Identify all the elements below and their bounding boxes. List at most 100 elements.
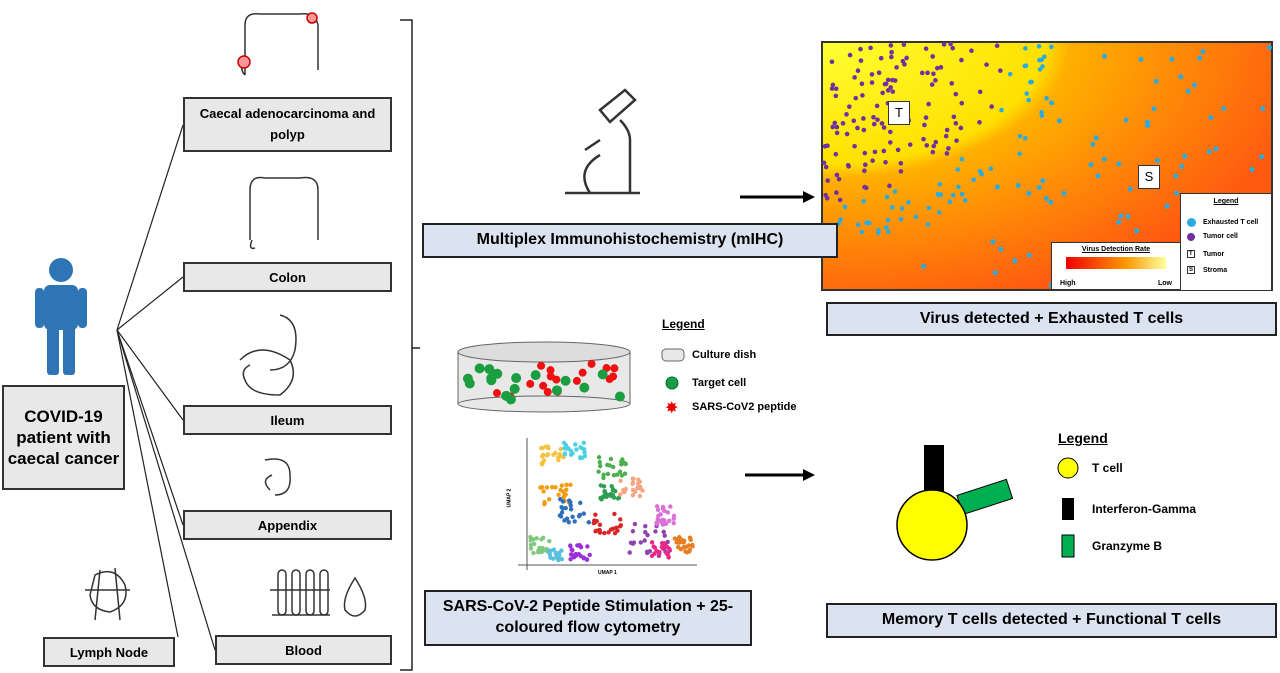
umap-point <box>539 445 544 451</box>
umap-point <box>582 453 588 459</box>
umap-point <box>611 472 617 478</box>
exhausted-t-cell <box>956 184 961 190</box>
exhausted-t-cell <box>1029 79 1034 85</box>
umap-point <box>539 462 545 467</box>
exhausted-t-cell <box>1048 199 1054 205</box>
exhausted-t-cell <box>1088 162 1094 168</box>
exhausted-t-cell <box>1093 135 1099 141</box>
exhausted-t-cell <box>1173 173 1179 179</box>
umap-point <box>570 451 575 456</box>
umap-point <box>660 517 665 522</box>
umap-point <box>560 506 565 511</box>
legend-ifng-icon <box>1062 498 1074 520</box>
tumor-cell <box>878 55 884 61</box>
tumor-cell <box>895 147 901 153</box>
umap-point <box>660 504 666 510</box>
umap-point <box>547 549 553 555</box>
connector-lines <box>116 124 216 651</box>
tumor-cell <box>837 197 843 203</box>
exhausted-t-cell <box>1153 78 1159 84</box>
legend-item: Stroma <box>1203 267 1228 274</box>
tumor-cell <box>994 43 1000 49</box>
umap-point <box>558 446 564 452</box>
umap-point <box>611 464 616 470</box>
umap-point <box>661 529 666 535</box>
umap-point <box>546 497 552 502</box>
colon-tumor-icon <box>240 12 319 76</box>
exhausted-t-cell <box>1197 55 1203 61</box>
tumor-cell <box>959 57 964 63</box>
flow-legend-item: SARS-CoV2 peptide <box>692 401 797 413</box>
tumor-cell <box>921 136 926 142</box>
umap-point <box>668 504 673 509</box>
flow-legend-item: Culture dish <box>692 349 757 361</box>
target-cell <box>551 385 562 396</box>
exhausted-t-cell <box>1182 153 1188 159</box>
exhausted-t-cell <box>1127 186 1133 192</box>
umap-point <box>531 550 536 556</box>
umap-point <box>645 532 650 538</box>
umap-point <box>585 544 590 549</box>
exhausted-t-cell <box>1056 118 1062 124</box>
tcell-legend-item: Interferon-Gamma <box>1092 502 1197 516</box>
exhausted-t-cell <box>1154 158 1160 164</box>
region-stroma-label: S <box>1138 165 1160 189</box>
exhausted-t-cell <box>1023 63 1029 69</box>
scale-title: Virus Detection Rate <box>1081 246 1151 253</box>
person-icon <box>35 258 87 375</box>
umap-point <box>597 527 602 533</box>
umap-point <box>617 524 623 529</box>
umap-point <box>605 471 611 477</box>
umap-point <box>627 550 632 555</box>
blood-tubes-icon <box>270 569 367 617</box>
tumor-cell <box>907 142 913 147</box>
exhausted-t-cell <box>1012 258 1018 264</box>
exhausted-t-cell-icon <box>1187 218 1196 227</box>
umap-point <box>615 496 621 501</box>
exhausted-t-cell <box>1116 219 1122 225</box>
tumor-cell <box>951 114 957 120</box>
tumor-cell <box>862 168 867 174</box>
tumor-cell <box>929 82 935 87</box>
flow-legend-title: Legend <box>662 317 705 331</box>
tumor-cell <box>925 70 930 76</box>
target-cell <box>462 373 473 384</box>
tissue-blood: Blood <box>215 635 392 665</box>
umap-point <box>574 447 579 452</box>
umap-point <box>568 507 574 512</box>
tumor-cell <box>953 91 959 97</box>
umap-point <box>553 450 558 456</box>
exhausted-t-cell <box>1037 57 1042 63</box>
tumor-cell <box>904 55 909 61</box>
umap-point <box>596 469 601 474</box>
exhausted-t-cell <box>979 172 984 177</box>
umap-point <box>566 520 571 525</box>
tumor-cell <box>885 77 891 83</box>
exhausted-t-cell <box>861 199 866 204</box>
tcell-icon <box>896 445 1014 561</box>
umap-point <box>653 529 658 534</box>
scale-bar <box>1066 257 1166 269</box>
tumor-cell <box>883 81 889 87</box>
exhausted-t-cell <box>898 216 904 222</box>
tumor-cell <box>869 72 875 77</box>
exhausted-t-cell <box>1221 106 1227 112</box>
tumor-cell <box>946 146 951 151</box>
exhausted-t-cell <box>1044 95 1049 101</box>
tumor-cell <box>847 104 852 109</box>
exhausted-t-cell <box>959 191 965 197</box>
exhausted-t-cell <box>1174 190 1180 196</box>
umap-point <box>581 511 586 516</box>
umap-point <box>538 485 543 490</box>
tumor-cell <box>890 89 896 94</box>
sars-cov2-peptide <box>543 387 552 396</box>
umap-point <box>666 554 671 560</box>
tumor-cell <box>888 129 893 135</box>
tumor-cell <box>977 120 982 125</box>
tumor-cell <box>989 104 994 109</box>
legend-tcell-icon <box>1057 457 1079 479</box>
tumor-cell <box>862 184 867 190</box>
umap-point <box>557 452 562 457</box>
mihc-legend: Legend Exhausted T cell Tumor cell T Tum… <box>1180 193 1272 291</box>
sars-cov2-peptide <box>578 368 587 377</box>
